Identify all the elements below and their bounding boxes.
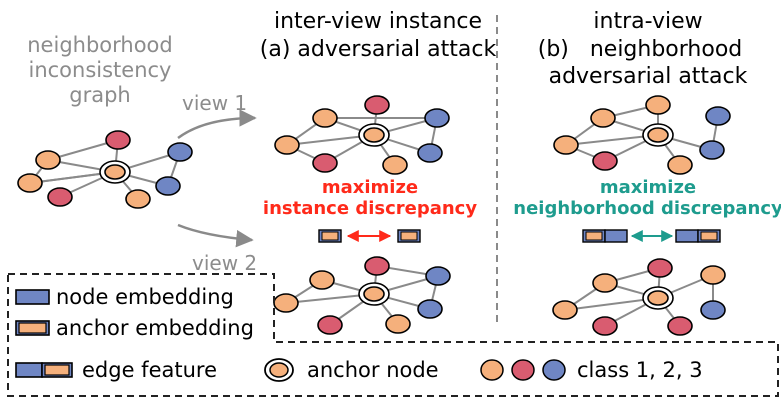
legend-anchor-node-label: anchor node [307,358,439,382]
node-class3 [417,299,443,319]
class3-swatch [542,359,566,381]
original-graph [17,130,193,209]
node-class3 [705,106,731,126]
node-class1 [35,150,61,170]
node-class3 [699,140,725,160]
node-class1 [592,273,618,293]
graph-title-line-1: neighborhood [27,33,172,57]
node-class3 [155,176,181,196]
class1-swatch [480,359,504,381]
legend-anchor-embedding: anchor embedding [15,316,254,340]
panel-b-objective-line-1: maximize [600,177,696,198]
view1-label: view 1 [182,91,247,115]
node-class1 [590,108,616,128]
node-class2 [364,95,390,115]
view2-label: view 2 [192,251,257,275]
panel-a-title-line-2: (a) adversarial attack [260,37,497,62]
node-class2 [312,153,338,173]
node-class1 [274,135,300,155]
legend-node-embedding: node embedding [15,285,234,309]
node-class3 [167,142,193,162]
anchor-node-core [647,290,669,306]
node-class1 [553,135,579,155]
panel-b-title-line-3: adversarial attack [549,64,748,89]
node-class1 [17,173,43,193]
panel-b-title-line-1: intra-view [593,9,702,34]
node-embedding-swatch [15,289,50,305]
panel-a-title-line-1: inter-view instance [274,9,482,34]
node-class1 [645,95,671,115]
panel-a-view2-graph [273,256,451,335]
node-class2 [317,315,343,335]
legend-classes: class 1, 2, 3 [480,358,703,382]
panel-a-anchor-embeddings [318,229,421,243]
anchor-node-core [363,127,385,143]
node-class2 [364,256,390,276]
node-class2 [592,316,618,336]
node-class1 [667,155,693,175]
node-class2 [667,316,693,336]
edge-feature-swatch [15,362,43,378]
node-class1 [309,270,335,290]
anchor-node-core [104,164,126,180]
node-class3 [417,143,443,163]
node-class1 [385,314,411,334]
graph-title-line-2: inconsistency [28,58,171,82]
legend-edge-feature-label: edge feature [82,358,217,382]
anchor-node-core [647,127,669,143]
node-class1 [700,265,726,285]
legend-edge-feature: edge feature [15,358,217,382]
legend-classes-label: class 1, 2, 3 [577,358,703,382]
node-class2 [47,187,73,207]
panel-b-title-line-2: (b) neighborhood [538,37,743,62]
node-class1 [382,155,408,175]
legend-anchor-embedding-label: anchor embedding [56,316,254,340]
node-class1 [273,293,299,313]
node-class2 [592,151,618,171]
node-class3 [425,266,451,286]
node-class3 [700,300,726,320]
edge-feature-view1 [604,229,628,243]
node-class2 [105,130,131,150]
panel-a-view1-graph [274,95,450,175]
legend-frame [7,273,779,397]
node-class1 [312,108,338,128]
panel-b-view1-graph [553,95,731,175]
node-class2 [647,258,673,278]
view1-arrow [177,109,257,140]
edge-feature-view2 [675,229,699,243]
panel-a-objective-line-1: maximize [322,177,418,198]
panel-b-objective-line-2: neighborhood discrepancy [513,198,781,219]
node-class1 [125,189,151,209]
anchor-node-core [363,286,385,302]
panel-b-edge-features [582,229,721,243]
legend-node-embedding-label: node embedding [56,285,234,309]
view2-arrow [177,223,254,248]
legend-anchor-node: anchor node [264,358,439,382]
node-class1 [552,300,578,320]
panel-a-objective-line-2: instance discrepancy [263,198,477,219]
panel-b-view2-graph [552,258,726,336]
node-class3 [424,108,450,128]
class2-swatch [511,359,535,381]
graph-title-line-3: graph [69,83,130,107]
